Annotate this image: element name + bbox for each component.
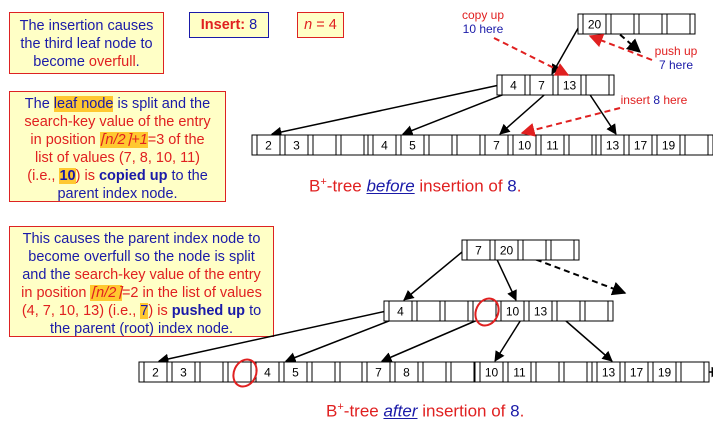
before-inner-node-key: 13 bbox=[563, 79, 577, 93]
insert-here-annotation: insert 8 here bbox=[620, 93, 688, 107]
after-leaf-node-key: 17 bbox=[630, 366, 644, 380]
push-up-annotation: push up 7 here bbox=[654, 44, 698, 72]
after-root-edge bbox=[403, 249, 465, 301]
before-inner-node-key: 7 bbox=[538, 79, 545, 93]
before-leaf-node-key: 11 bbox=[546, 139, 559, 153]
n-label: n bbox=[304, 17, 313, 33]
split-marker-inner bbox=[474, 297, 500, 327]
before-inner-node-key: 4 bbox=[510, 79, 517, 93]
split-marker-leaf bbox=[232, 358, 258, 388]
before-leaf-node bbox=[595, 134, 713, 156]
caption-after: B+-tree after insertion of 8. bbox=[326, 401, 525, 421]
before-leaf-node-key: 19 bbox=[662, 139, 676, 153]
after-leaf-node-key: 19 bbox=[658, 366, 672, 380]
before-leaf-node-key: 4 bbox=[381, 139, 388, 153]
leaf-node-highlight: leaf node bbox=[53, 96, 114, 112]
after-leaf-node-key: 7 bbox=[375, 366, 382, 380]
before-edge bbox=[270, 84, 500, 138]
before-root-dashed-edge bbox=[611, 27, 642, 53]
after-leaf-node-key: 4 bbox=[264, 366, 271, 380]
after-inner-right-node-key: 10 bbox=[506, 305, 520, 319]
split-note: The leaf node is split and the search-ke… bbox=[9, 91, 226, 202]
after-inner-left-node-key: 4 bbox=[397, 305, 404, 319]
after-leaf-node-key: 11 bbox=[513, 366, 526, 380]
after-leaf-node-key: 13 bbox=[602, 366, 616, 380]
before-leaf-node-key: 5 bbox=[409, 139, 416, 153]
before-leaf-node-key: 7 bbox=[493, 139, 500, 153]
before-leaf-node-key: 3 bbox=[293, 139, 300, 153]
overfull-line-2: the third leaf node to bbox=[20, 36, 153, 52]
push-up-arrow bbox=[588, 34, 653, 61]
parent-split-note: This causes the parent index node to bec… bbox=[9, 226, 274, 337]
after-leaf-node-key: 2 bbox=[152, 366, 159, 380]
insert-label: Insert: bbox=[200, 17, 246, 33]
n-value: = 4 bbox=[312, 17, 337, 33]
insert-here-arrow bbox=[520, 107, 621, 137]
overfull-line-1: The insertion causes bbox=[19, 18, 154, 34]
after-leaf-node-key: 10 bbox=[485, 366, 499, 380]
after-leaf-node-key: 5 bbox=[292, 366, 299, 380]
caption-before: B+-tree before insertion of 8. bbox=[309, 176, 522, 196]
before-leaf-node-key: 17 bbox=[634, 139, 648, 153]
position-formula: ⌈n/2⌉+1 bbox=[99, 132, 148, 148]
after-root-node-key: 20 bbox=[500, 244, 514, 258]
before-leaf-node-key: 13 bbox=[606, 139, 620, 153]
n-note: n = 4 bbox=[297, 12, 344, 38]
before-root-node-key: 20 bbox=[588, 18, 602, 32]
overfull-line-3: become overfull. bbox=[33, 54, 140, 70]
after-edge bbox=[157, 310, 387, 365]
after-root-dashed-edge bbox=[526, 255, 627, 296]
after-leaf-node-key: 3 bbox=[180, 366, 187, 380]
insert-note: Insert: 8 bbox=[189, 12, 269, 38]
after-inner-right-node-key: 13 bbox=[534, 305, 548, 319]
insert-value: 8 bbox=[249, 17, 258, 33]
copy-up-annotation: copy up 10 here bbox=[461, 8, 505, 36]
before-leaf-node-key: 2 bbox=[265, 139, 272, 153]
before-root-edge bbox=[551, 23, 582, 75]
before-leaf-node-key: 10 bbox=[518, 139, 532, 153]
overfull-note: The insertion causes the third leaf node… bbox=[9, 12, 164, 74]
copy-up-arrow bbox=[493, 37, 570, 76]
after-root-node-key: 7 bbox=[475, 244, 482, 258]
after-leaf-node-key: 8 bbox=[403, 366, 410, 380]
